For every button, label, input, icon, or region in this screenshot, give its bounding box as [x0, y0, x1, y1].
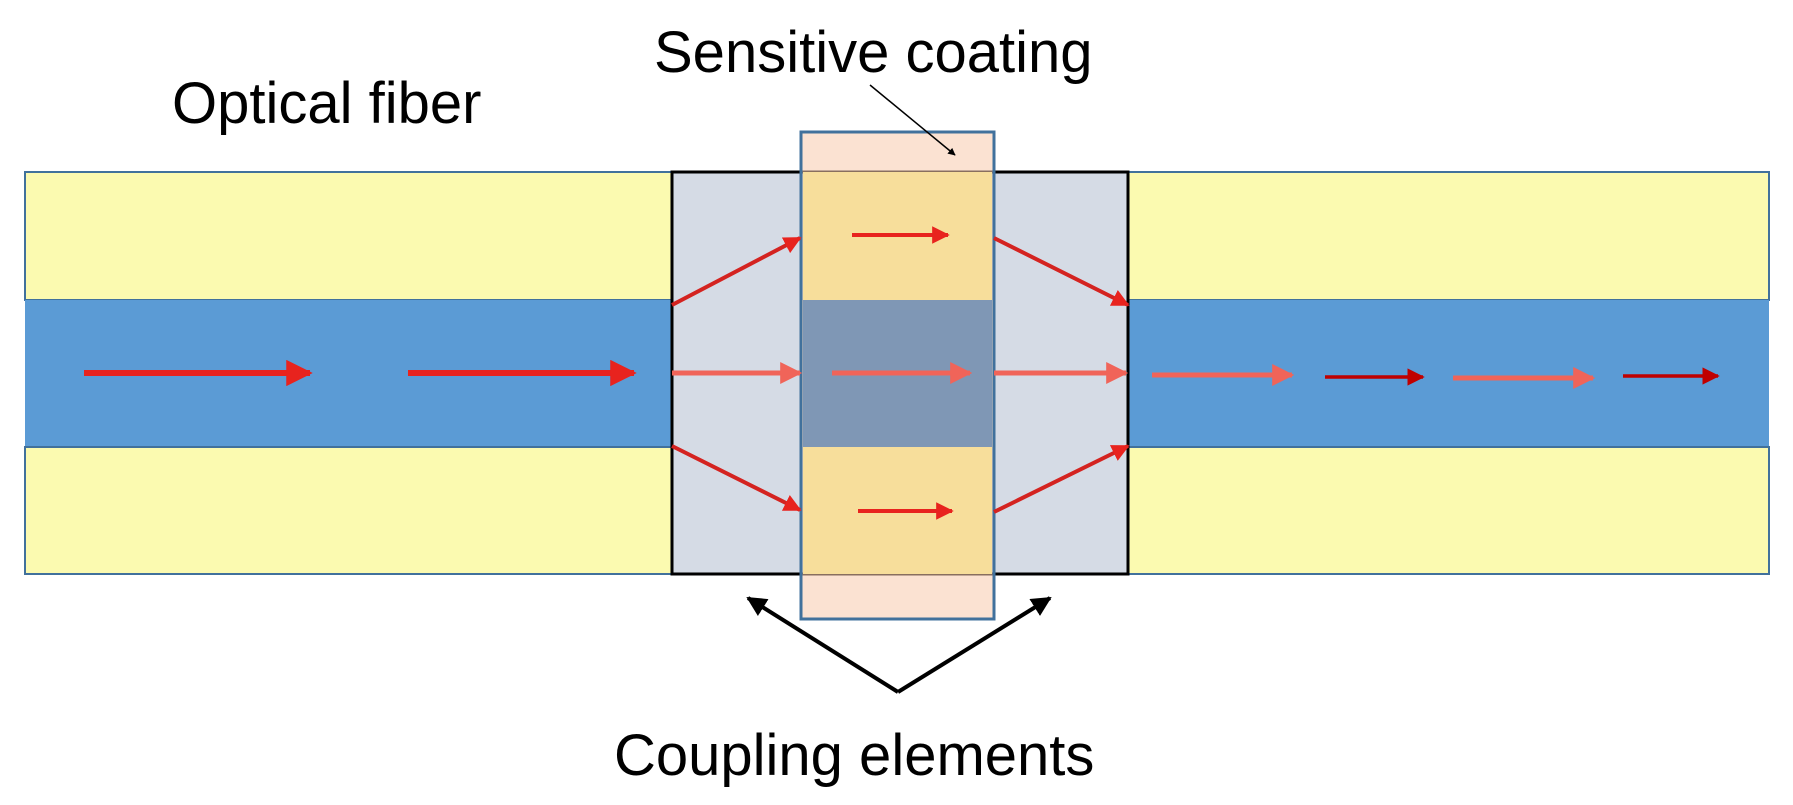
sensitive-coating-pointer: [869, 84, 956, 156]
coupling-pointer-left: [746, 596, 900, 694]
light-arrow: [993, 236, 1130, 307]
left-lower-cladding: [24, 446, 673, 575]
coupling-pointer-right: [896, 596, 1052, 694]
optical-fiber-label: Optical fiber: [172, 71, 481, 136]
light-arrows: [84, 226, 1720, 520]
light-arrow: [671, 444, 802, 512]
light-arrow: [671, 236, 802, 307]
coupling-elements-label: Coupling elements: [614, 723, 1094, 788]
left-fiber-segment: [24, 171, 673, 575]
sensitive-coating-label: Sensitive coating: [654, 20, 1092, 85]
right-lower-cladding: [1127, 446, 1770, 575]
right-upper-cladding: [1127, 171, 1770, 301]
light-arrow: [993, 444, 1130, 514]
coupling-elements-pointer: [746, 596, 1052, 694]
left-upper-cladding: [24, 171, 673, 301]
